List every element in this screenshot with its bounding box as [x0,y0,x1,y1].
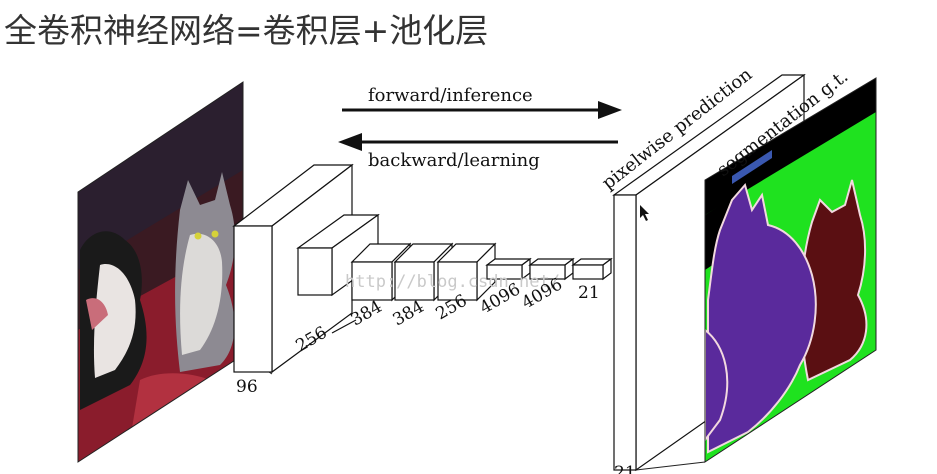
label-21: 21 [578,283,600,303]
label-384a: 384 [348,297,386,331]
label-96: 96 [236,377,258,397]
input-image [78,82,243,462]
label-output-21: 21 [614,463,636,474]
layer-block-256a [296,213,380,297]
layer-block-256b [436,242,497,302]
layer-block-4096a [485,257,532,281]
layer-block-21 [571,257,613,281]
forward-arrow [342,101,622,119]
backward-label: backward/learning [368,150,540,171]
cursor-icon [640,205,649,221]
backward-arrow [338,133,618,151]
forward-label: forward/inference [368,85,533,106]
layer-block-4096b [528,257,575,281]
dog-segment [707,182,817,454]
label-384b: 384 [390,297,428,331]
watermark: http://blog.csdn.net/ [345,272,560,292]
page-title: 全卷积神经网络=卷积层+池化层 [4,11,489,50]
